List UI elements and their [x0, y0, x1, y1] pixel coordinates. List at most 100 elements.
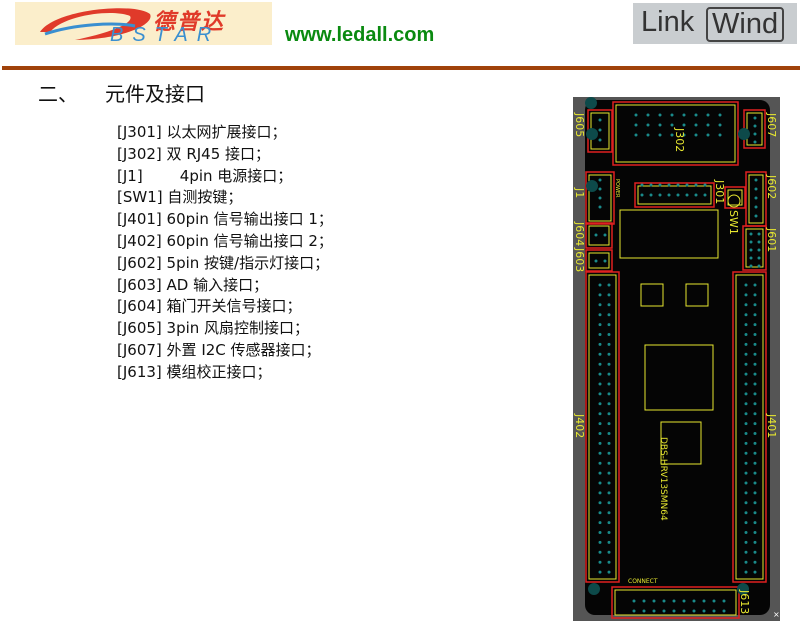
- component-desc: 模组校正接口；: [166, 362, 272, 381]
- pin-pad: [607, 461, 611, 465]
- bstar-logo: 德普达 BSTAR: [15, 2, 272, 46]
- pin-pad: [607, 382, 611, 386]
- j601-connector[interactable]: [742, 225, 767, 271]
- pin-pad: [598, 412, 602, 416]
- pin-pad: [598, 283, 602, 287]
- component-item: [J301] 以太网扩展接口；: [117, 122, 333, 144]
- j402-label: J402: [573, 413, 586, 438]
- j1-connector[interactable]: [585, 171, 615, 225]
- component-desc: 双 RJ45 接口；: [166, 144, 271, 163]
- section-title: 元件及接口: [105, 82, 205, 106]
- pin-pad: [598, 550, 602, 554]
- crystal-pad: [685, 283, 709, 307]
- pin-pad: [753, 521, 757, 525]
- component-code: [J1]: [117, 166, 143, 185]
- sw1-button: [727, 194, 741, 208]
- pin-pad: [754, 196, 758, 200]
- pin-pad: [598, 313, 602, 317]
- pin-pad: [594, 233, 598, 237]
- pin-pad: [744, 441, 748, 445]
- pin-pad: [607, 540, 611, 544]
- logo-text-cn: 德普达: [153, 10, 226, 35]
- pin-pad: [598, 402, 602, 406]
- pin-pad: [607, 432, 611, 435]
- pin-pad: [718, 133, 722, 137]
- pin-pad: [744, 293, 748, 297]
- pin-pad: [662, 609, 666, 613]
- pin-pad: [753, 560, 757, 564]
- component-code: [J302]: [117, 144, 162, 163]
- pin-pad: [702, 599, 706, 603]
- pin-pad: [682, 599, 686, 603]
- j601-outline: [745, 228, 764, 268]
- pin-pad: [754, 178, 758, 182]
- pin-pad: [753, 402, 757, 406]
- j302-connector[interactable]: [612, 101, 739, 166]
- component-code: [J603]: [117, 275, 162, 294]
- pin-pad: [703, 193, 707, 197]
- pin-pad: [753, 116, 757, 120]
- j604-outline: [588, 225, 610, 246]
- j613-outline: [614, 589, 737, 616]
- j301-connector[interactable]: [634, 182, 715, 208]
- j603-connector[interactable]: [585, 249, 613, 272]
- component-item: [J605] 3pin 风扇控制接口；: [117, 318, 333, 340]
- pin-pad: [667, 193, 671, 197]
- pin-pad: [607, 362, 611, 366]
- pin-pad: [753, 382, 757, 386]
- j401-connector[interactable]: [732, 271, 767, 583]
- mount-hole: [737, 583, 749, 595]
- j302-label: J302: [673, 127, 686, 152]
- ic-outline: [660, 421, 702, 465]
- mcu-outline: [644, 344, 714, 411]
- sw1-connector[interactable]: [724, 186, 746, 209]
- pin-pad: [682, 123, 686, 127]
- pin-pad: [603, 233, 607, 237]
- pin-pad: [598, 422, 602, 426]
- pin-pad: [753, 501, 757, 505]
- pin-pad: [753, 481, 757, 485]
- pin-pad: [753, 471, 757, 475]
- pin-pad: [598, 342, 602, 346]
- pin-pad: [598, 560, 602, 564]
- pin-pad: [607, 560, 611, 564]
- j604-connector[interactable]: [585, 222, 613, 249]
- pin-pad: [744, 461, 748, 465]
- pin-pad: [607, 313, 611, 317]
- component-desc: 箱门开关信号接口；: [166, 297, 302, 316]
- j613-connector[interactable]: [611, 586, 740, 619]
- website-link[interactable]: www.ledall.com: [285, 24, 435, 46]
- pin-pad: [658, 113, 662, 117]
- pin-pad: [607, 342, 611, 346]
- pin-pad: [682, 133, 686, 137]
- pin-pad: [753, 362, 757, 366]
- pin-pad: [712, 609, 716, 613]
- pin-pad: [640, 193, 644, 197]
- component-desc: 自测按键；: [167, 188, 243, 207]
- j402-connector[interactable]: [585, 271, 620, 583]
- component-item: [J402] 60pin 信号输出接口 2；: [117, 231, 333, 253]
- pin-pad: [753, 352, 757, 356]
- component-code: [J602]: [117, 253, 162, 272]
- pin-pad: [634, 113, 638, 117]
- pin-pad: [598, 293, 602, 297]
- pin-pad: [598, 382, 602, 386]
- pin-pad: [744, 402, 748, 406]
- j601-label: J601: [765, 227, 778, 252]
- component-desc: 以太网扩展接口；: [166, 123, 287, 141]
- component-desc: AD 输入接口；: [166, 275, 269, 294]
- pin-pad: [607, 392, 611, 396]
- component-code: [J604]: [117, 297, 162, 316]
- pin-pad: [744, 362, 748, 366]
- close-icon[interactable]: ×: [773, 610, 780, 619]
- pin-pad: [607, 303, 611, 307]
- sw1-outline: [727, 189, 743, 206]
- pin-pad: [718, 113, 722, 117]
- pin-pad: [749, 232, 753, 236]
- power-label: POWER: [614, 179, 620, 198]
- pin-pad: [598, 178, 602, 182]
- pin-pad: [607, 333, 611, 336]
- pin-pad: [672, 599, 676, 603]
- pin-pad: [753, 303, 757, 307]
